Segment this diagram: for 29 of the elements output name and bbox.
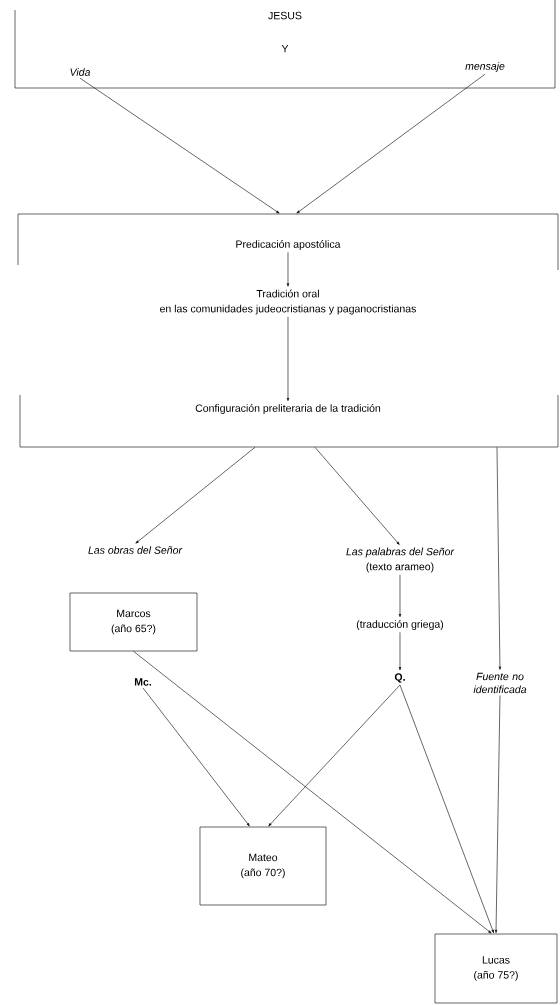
arrow — [296, 73, 486, 214]
arrow — [133, 651, 492, 934]
node-text: Tradición oral en las comunidades judeocristianas y paganocristianas — [160, 289, 416, 315]
node-text: Configuración preliteraria de la tradición — [195, 404, 381, 414]
text-box: Lucas (año 75?) — [434, 933, 558, 1004]
bracket-frame — [17, 213, 559, 448]
text-box: Marcos (año 65?) — [69, 592, 198, 652]
arrow — [268, 684, 401, 827]
arrow — [314, 447, 400, 545]
node-text: Fuente no identificada — [473, 672, 527, 694]
node-text: Predicación apostólica — [236, 240, 341, 250]
arrow — [135, 447, 256, 544]
node-text: Vida — [70, 68, 91, 76]
arrow — [398, 631, 402, 671]
node-text: Mc. — [134, 678, 151, 686]
arrow — [79, 77, 280, 214]
text-box: Mateo (año 70?) — [199, 826, 327, 906]
node-text: (traducción griega) — [356, 620, 444, 630]
arrow — [398, 574, 402, 617]
arrow — [496, 447, 502, 670]
arrow — [286, 316, 290, 401]
node-text: Las palabras del Señor (texto arameo) — [346, 547, 455, 573]
arrow — [494, 695, 501, 933]
node-text: mensaje — [465, 62, 505, 72]
arrow — [286, 251, 290, 287]
node-text: Las obras del Señor — [88, 546, 183, 554]
node-text: Q. — [394, 673, 405, 683]
arrow — [399, 684, 494, 933]
arrow — [142, 687, 250, 827]
